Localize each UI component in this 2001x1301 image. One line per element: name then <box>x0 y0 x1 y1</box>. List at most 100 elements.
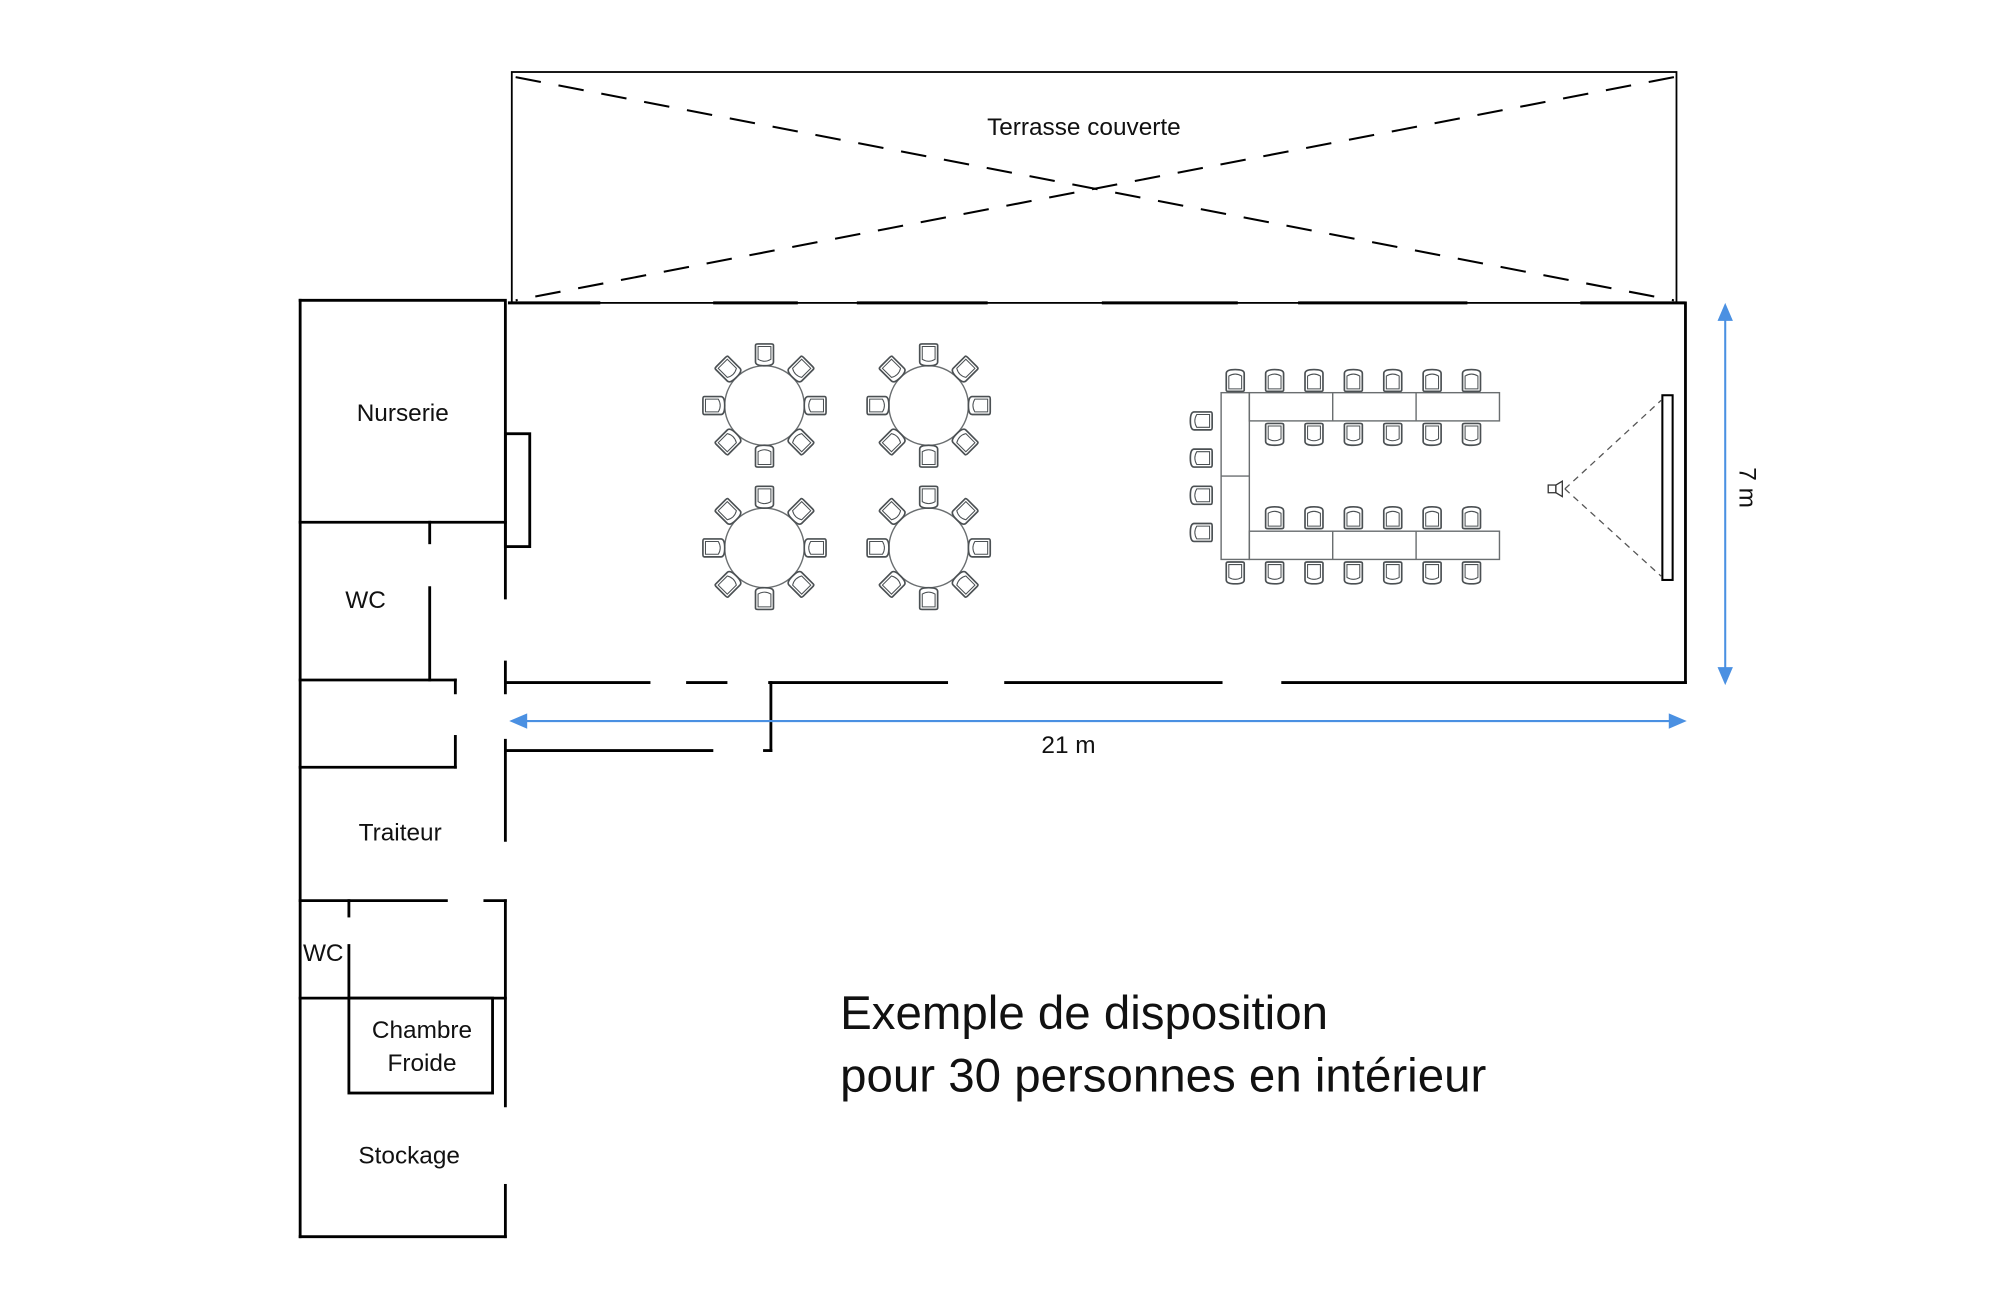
chair <box>1225 368 1246 393</box>
chair <box>1343 561 1364 585</box>
arrowhead-left-icon <box>509 713 528 729</box>
main-hall <box>503 301 1687 842</box>
chair <box>866 395 890 416</box>
chair <box>1343 506 1364 530</box>
round-table-group <box>866 343 992 468</box>
title-line-1: Exemple de disposition <box>840 987 1328 1040</box>
chair <box>1264 368 1285 393</box>
storage-label: Stockage <box>358 1143 460 1170</box>
chair <box>785 354 816 385</box>
projection-setup <box>1547 394 1674 581</box>
projector-icon <box>1547 480 1563 498</box>
chair <box>702 538 726 558</box>
chair <box>918 444 939 468</box>
chair <box>967 538 992 558</box>
chair <box>754 444 775 468</box>
chair <box>1382 561 1403 585</box>
chair <box>1304 368 1324 393</box>
cold-room-outline <box>347 996 494 1095</box>
round-tables <box>702 343 992 611</box>
arrowhead-right-icon <box>1668 713 1687 729</box>
window <box>503 432 532 549</box>
chair <box>1264 561 1285 585</box>
round-table-group <box>866 485 992 611</box>
chair <box>1382 422 1403 447</box>
chair <box>754 586 775 611</box>
u-shape-table <box>1220 391 1501 561</box>
chair <box>1264 422 1285 447</box>
arrowhead-down-icon <box>1717 667 1733 686</box>
terrace-outline <box>510 71 1678 304</box>
chair <box>1189 522 1213 543</box>
chair <box>949 426 980 457</box>
caterer-label: Traiteur <box>359 819 442 846</box>
chair <box>1422 561 1442 585</box>
cold-room-label: Chambre <box>372 1017 472 1044</box>
wc-label: WC <box>345 587 386 614</box>
chair <box>1343 368 1364 393</box>
chair <box>754 343 775 367</box>
chair <box>1461 422 1482 447</box>
terrace: Terrasse couverte <box>510 71 1678 304</box>
chair <box>866 538 890 558</box>
chair <box>949 354 980 385</box>
chair <box>713 497 744 527</box>
chair <box>1422 422 1442 447</box>
table-segment <box>1248 391 1501 422</box>
chair <box>1189 411 1213 431</box>
chair <box>1382 368 1403 393</box>
chair <box>1264 506 1285 530</box>
chair <box>785 426 816 457</box>
chair <box>713 426 744 457</box>
chair <box>1343 422 1364 447</box>
chair <box>1461 506 1482 530</box>
left-wing: Nurserie WC Traiteur WC Chambre Froide S… <box>298 298 507 1239</box>
chair <box>1304 506 1324 530</box>
chair <box>785 497 816 527</box>
terrace-diagonal <box>515 76 1675 302</box>
cold-room-label: Froide <box>387 1050 456 1077</box>
round-table-group <box>702 343 827 468</box>
chair <box>1189 485 1213 506</box>
projection-line <box>1564 399 1662 490</box>
chair <box>967 395 992 416</box>
chair <box>877 568 908 599</box>
arrowhead-up-icon <box>1717 302 1733 321</box>
chair <box>754 485 775 509</box>
chair <box>1461 561 1482 585</box>
chair <box>803 395 827 416</box>
title-line-2: pour 30 personnes en intérieur <box>840 1050 1486 1103</box>
chair <box>713 354 744 385</box>
chair <box>1422 506 1442 530</box>
chair <box>1461 368 1482 393</box>
wc-label: WC <box>303 940 344 967</box>
chair <box>713 568 744 599</box>
chair <box>1422 368 1442 393</box>
chair <box>877 354 908 385</box>
terrace-label: Terrasse couverte <box>987 114 1181 141</box>
chair <box>702 395 726 416</box>
chair <box>918 485 939 509</box>
dimension-length: 21 m <box>509 713 1687 759</box>
chair <box>877 426 908 457</box>
dimension-width: 7 m <box>1717 302 1760 686</box>
chair <box>918 586 939 611</box>
nursery-label: Nurserie <box>357 400 449 427</box>
chair <box>803 538 827 558</box>
chair <box>785 568 816 599</box>
projection-line <box>1564 488 1662 577</box>
chair <box>949 497 980 527</box>
chair <box>1304 561 1324 585</box>
round-table-group <box>702 485 827 611</box>
chair <box>1304 422 1324 447</box>
chair <box>949 568 980 599</box>
table-segment <box>1248 530 1501 561</box>
chair <box>1189 448 1213 468</box>
length-label: 21 m <box>1041 732 1095 759</box>
width-label: 7 m <box>1733 467 1760 508</box>
chair <box>877 497 908 527</box>
chair <box>1382 506 1403 530</box>
projection-screen <box>1661 394 1674 581</box>
chair <box>1225 561 1246 585</box>
